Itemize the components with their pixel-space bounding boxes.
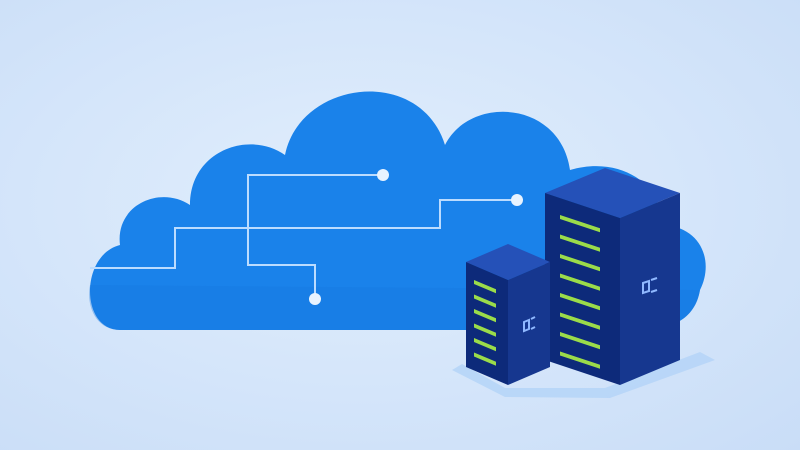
server-led	[560, 273, 600, 291]
server-led	[560, 215, 600, 233]
server-led	[560, 332, 600, 350]
server-led	[474, 280, 496, 294]
server-led	[560, 351, 600, 369]
server-led	[474, 323, 496, 337]
server-led	[474, 294, 496, 308]
server-led	[560, 234, 600, 252]
server-led-column	[560, 215, 600, 369]
server-led	[560, 293, 600, 311]
server-rack-large	[545, 168, 680, 385]
circuit-nodes	[309, 169, 523, 305]
circuit-lines	[90, 174, 515, 298]
circuit-line-1	[90, 199, 515, 269]
server-led	[560, 312, 600, 330]
server-led	[474, 309, 496, 323]
server-led-column	[474, 280, 496, 366]
server-led	[560, 254, 600, 272]
server-rack-small	[466, 244, 550, 385]
circuit-node	[511, 194, 523, 206]
circuit-line-3	[247, 228, 316, 298]
circuit-node	[309, 293, 321, 305]
server-led	[474, 338, 496, 352]
circuit-line-2	[247, 174, 383, 228]
circuit-node	[377, 169, 389, 181]
rack-logo-icon	[523, 316, 536, 333]
server-led	[474, 352, 496, 366]
server-platform	[452, 352, 715, 398]
rack-logo-icon	[642, 277, 658, 295]
